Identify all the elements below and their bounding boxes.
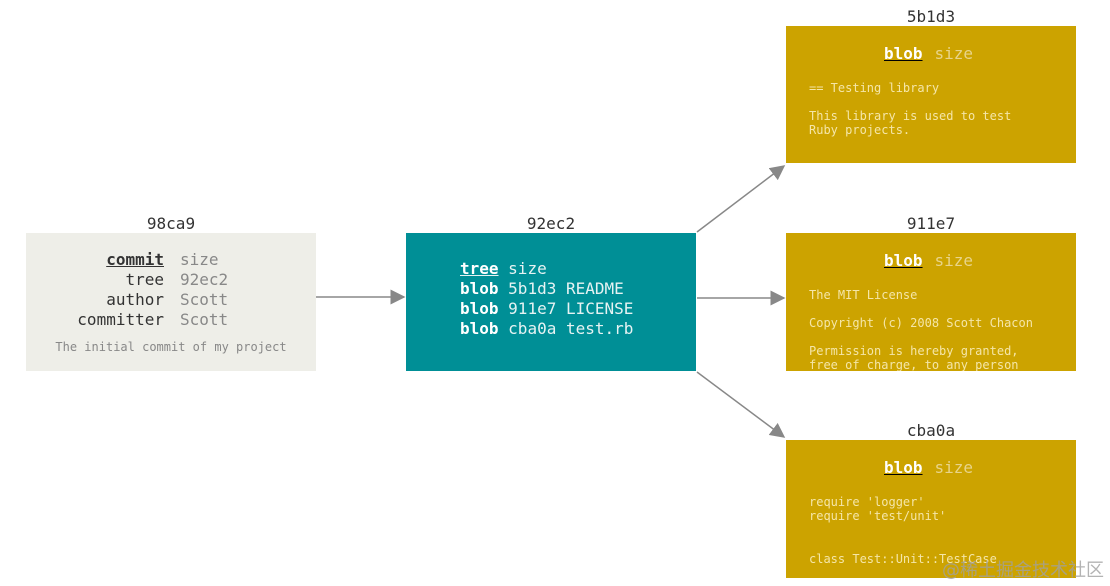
tree-entry: blob 5b1d3 README <box>460 279 624 298</box>
blob-id: cba0a <box>906 421 956 440</box>
blob-size: size <box>934 251 974 270</box>
blob-line: free of charge, to any person <box>809 358 1019 371</box>
blob-line: == Testing library <box>809 81 940 95</box>
blob-line: The MIT License <box>809 288 918 302</box>
commit-message: The initial commit of my project <box>55 340 287 354</box>
field-value: 92ec2 <box>180 270 229 289</box>
watermark: @稀土掘金技术社区 <box>942 560 1104 581</box>
blob-type: blob <box>884 458 923 477</box>
field-key: tree <box>125 270 164 289</box>
blob-type: blob <box>884 251 923 270</box>
field-value: Scott <box>180 310 229 329</box>
blob-type: blob <box>884 44 923 63</box>
blob-id: 911e7 <box>906 214 956 233</box>
blob-line: This library is used to test <box>809 109 1012 123</box>
field-key: author <box>106 290 164 309</box>
blob-line: Copyright (c) 2008 Scott Chacon <box>809 316 1033 330</box>
commit-id: 98ca9 <box>146 214 196 233</box>
arrow-tree-blob-cba0a <box>696 371 786 438</box>
tree-id: 92ec2 <box>526 214 576 233</box>
blob-line: class Test::Unit::TestCase <box>809 552 997 566</box>
field-value: Scott <box>180 290 229 309</box>
tree-entry: blob 911e7 LICENSE <box>460 299 634 318</box>
blob-line: require 'test/unit' <box>809 509 947 523</box>
tree-type: tree <box>460 259 499 278</box>
tree-size: size <box>508 259 547 278</box>
blob-id: 5b1d3 <box>906 7 956 26</box>
tree-object: tree size blob 5b1d3 README blob 911e7 L… <box>406 233 696 371</box>
arrow-tree-blob-5b1d3 <box>696 165 786 233</box>
blob-object: blob size The MIT License Copyright (c) 2… <box>786 233 1076 371</box>
commit-size: size <box>180 250 219 269</box>
blob-size: size <box>934 458 974 477</box>
blob-line: require 'logger' <box>809 495 925 509</box>
field-key: committer <box>77 310 164 329</box>
blob-size: size <box>934 44 974 63</box>
tree-entry: blob cba0a test.rb <box>460 319 634 338</box>
blob-line: Ruby projects. <box>809 123 911 137</box>
blob-object: blob size require 'logger' require 'test/… <box>786 440 1076 578</box>
commit-type: commit <box>106 250 164 269</box>
blob-line: Permission is hereby granted, <box>809 344 1019 358</box>
blob-object: blob size == Testing library This library… <box>786 26 1076 163</box>
